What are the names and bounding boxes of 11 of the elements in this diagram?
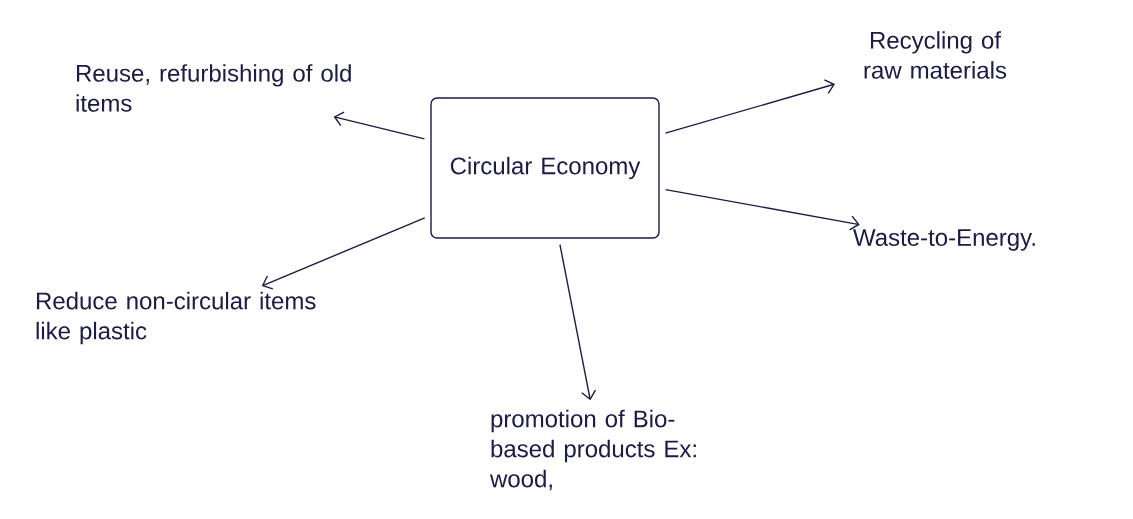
handwritten-note: Waste-to-Energy. (853, 229, 1035, 251)
concept-box: Circular Economy (430, 97, 660, 239)
handwritten-note: Reduce non-circular items like plastic (36, 291, 316, 345)
arrow (664, 188, 860, 231)
handwritten-note: Reuse, refurbishing of old items (76, 64, 351, 112)
arrow (261, 217, 426, 290)
handwritten-note: Recycling of raw materials (864, 31, 1007, 79)
arrow (664, 79, 836, 134)
handwritten-note: promotion of Bio-based products Ex: wood, (490, 409, 696, 491)
arrow (559, 243, 597, 401)
arrow (333, 111, 426, 140)
